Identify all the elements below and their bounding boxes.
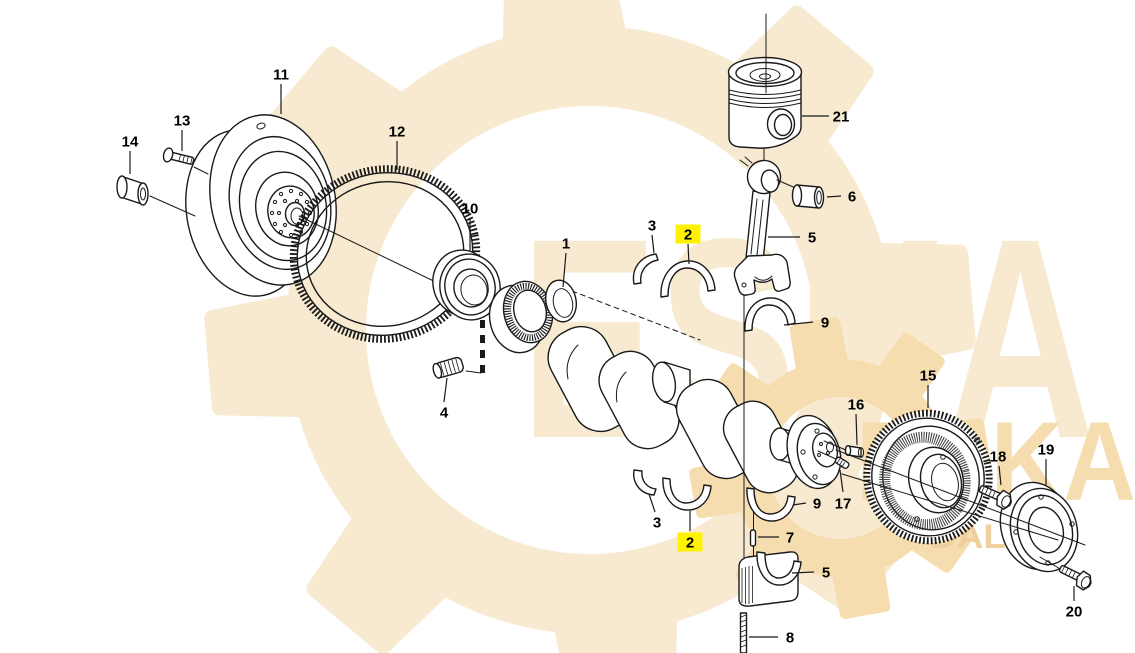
part-callout-2[interactable]: 2 [686,534,694,551]
part-callout-20[interactable]: 20 [1066,603,1083,620]
bearing-shell-9-lower [746,487,796,522]
leader-line [839,469,844,493]
part-callout-3[interactable]: 3 [648,217,656,234]
leader-line [687,243,690,265]
part-callout-6[interactable]: 6 [848,188,856,205]
part-callout-18[interactable]: 18 [990,448,1007,465]
part-callout-13[interactable]: 13 [174,112,191,129]
part-callout-9[interactable]: 9 [813,495,821,512]
leader-line [651,234,655,254]
part-callout-1[interactable]: 1 [562,235,570,252]
bolt20-leader [1039,556,1063,571]
part-callout-5[interactable]: 5 [822,564,830,581]
part-callout-12[interactable]: 12 [389,123,406,140]
leader-line [826,195,842,198]
piston-pin [791,184,825,209]
ring-gear [289,165,481,343]
cap-bolt-8 [739,612,748,653]
part-callout-16[interactable]: 16 [848,396,865,413]
bolt-18 [978,485,1012,510]
bolt-13 [162,147,195,165]
leader-line [443,377,448,403]
part-callout-11[interactable]: 11 [273,66,289,83]
rod-cap [738,551,802,607]
leader-line [998,465,1002,486]
bolt-20 [1058,565,1092,591]
thrust-washer-lower [633,469,657,496]
watermark-layer: ESKA ESKA DALYS [204,0,1135,653]
damper-axis-line-1 [835,449,1086,546]
part-callout-2[interactable]: 2 [684,226,692,243]
leader-line [791,571,815,574]
damper-pulley [863,409,993,545]
leader-line [783,321,814,326]
set-screw [432,356,464,379]
pilot-bushing [116,175,149,206]
leader-line [648,493,656,513]
crank-seal [432,249,501,321]
leader-line [855,413,858,446]
part-callout-4[interactable]: 4 [440,404,449,421]
woodruff-key [844,445,865,458]
callout-highlight [677,532,703,552]
part-callout-10[interactable]: 10 [462,200,479,217]
dowel-7 [749,529,757,547]
leader-line [792,502,807,506]
part-callout-15[interactable]: 15 [920,367,937,384]
part-callout-14[interactable]: 14 [122,133,139,150]
part-callout-5[interactable]: 5 [808,229,816,246]
crank-nose-sprocket [488,279,578,354]
part-callout-19[interactable]: 19 [1038,441,1055,458]
pin-leader [817,450,837,460]
drawing-layer [116,13,1092,653]
crankshaft [547,325,842,494]
part-callout-7[interactable]: 7 [786,529,794,546]
connecting-rod [733,156,799,296]
screw-leader [465,370,482,374]
leader-line [562,252,567,288]
main-bearing-shell-upper [660,260,716,298]
damper-axis-line-2 [841,473,1059,541]
part-callout-8[interactable]: 8 [786,629,794,646]
callout-highlight [675,224,701,244]
piston [727,56,803,149]
part-callout-17[interactable]: 17 [835,495,852,512]
part-callout-21[interactable]: 21 [833,108,850,125]
part-callout-9[interactable]: 9 [821,314,829,331]
main-bearing-shell-lower [662,477,712,511]
part-callout-3[interactable]: 3 [653,514,661,531]
key-leader [823,440,847,451]
thrust-washer-upper [632,253,659,285]
